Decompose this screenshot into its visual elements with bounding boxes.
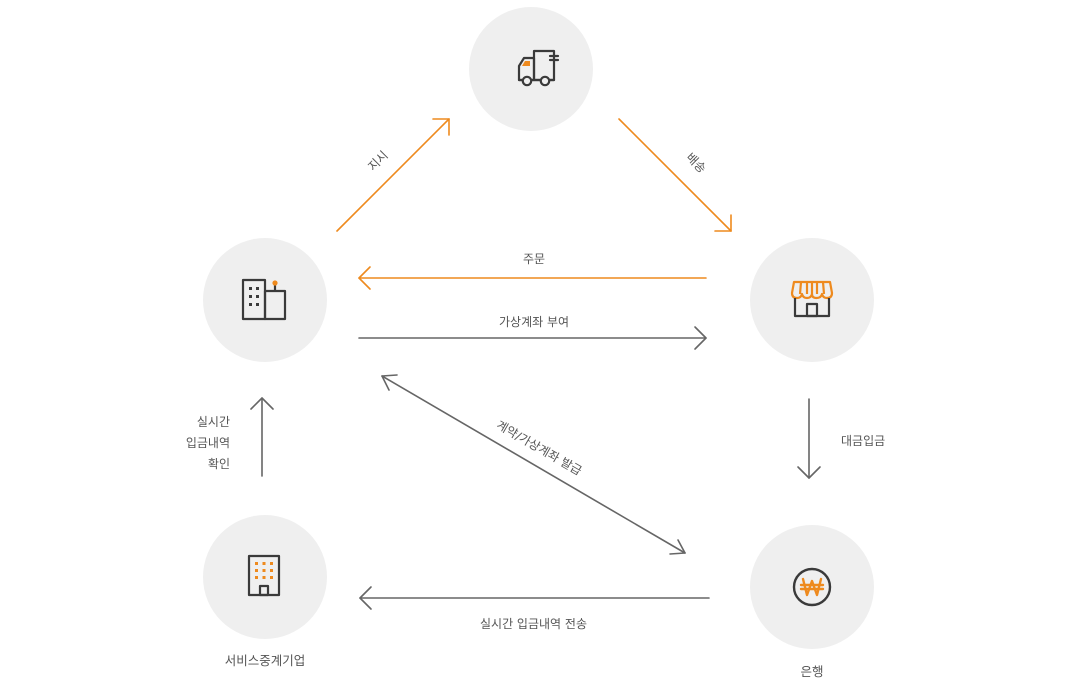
building-icon	[247, 554, 281, 597]
company-node	[203, 238, 327, 362]
arrow-instruct	[336, 118, 450, 232]
realtime-transfer-label: 실시간 입금내역 전송	[480, 617, 587, 631]
payment-deposit-label: 대금입금	[841, 434, 886, 448]
arrow-virtual-account-grant	[358, 326, 707, 350]
realtime-check-label: 실시간 입금내역 확인	[180, 412, 230, 475]
arrow-delivery	[618, 118, 732, 232]
arrow-order	[358, 266, 707, 290]
realtime-check-line: 입금내역	[185, 436, 230, 450]
realtime-check-line: 확인	[207, 457, 230, 471]
arrow-contract-issue	[381, 374, 686, 555]
truck-node	[469, 7, 593, 131]
arrow-realtime-transfer	[359, 586, 710, 610]
order-label: 주문	[523, 252, 546, 266]
arrow-realtime-check	[250, 397, 274, 477]
bank-node	[750, 525, 874, 649]
truck-icon	[517, 49, 560, 87]
won-coin-icon	[792, 567, 832, 607]
platform-node	[203, 515, 327, 639]
platform-caption: 서비스중계기업	[224, 653, 306, 668]
bank-caption: 은행	[800, 664, 824, 679]
store-node	[750, 238, 874, 362]
realtime-check-line: 실시간	[196, 415, 230, 429]
arrow-payment-deposit	[797, 398, 821, 479]
virtual-account-grant-label: 가상계좌 부여	[499, 315, 570, 329]
storefront-icon	[790, 280, 834, 318]
office-building-icon	[241, 278, 287, 321]
